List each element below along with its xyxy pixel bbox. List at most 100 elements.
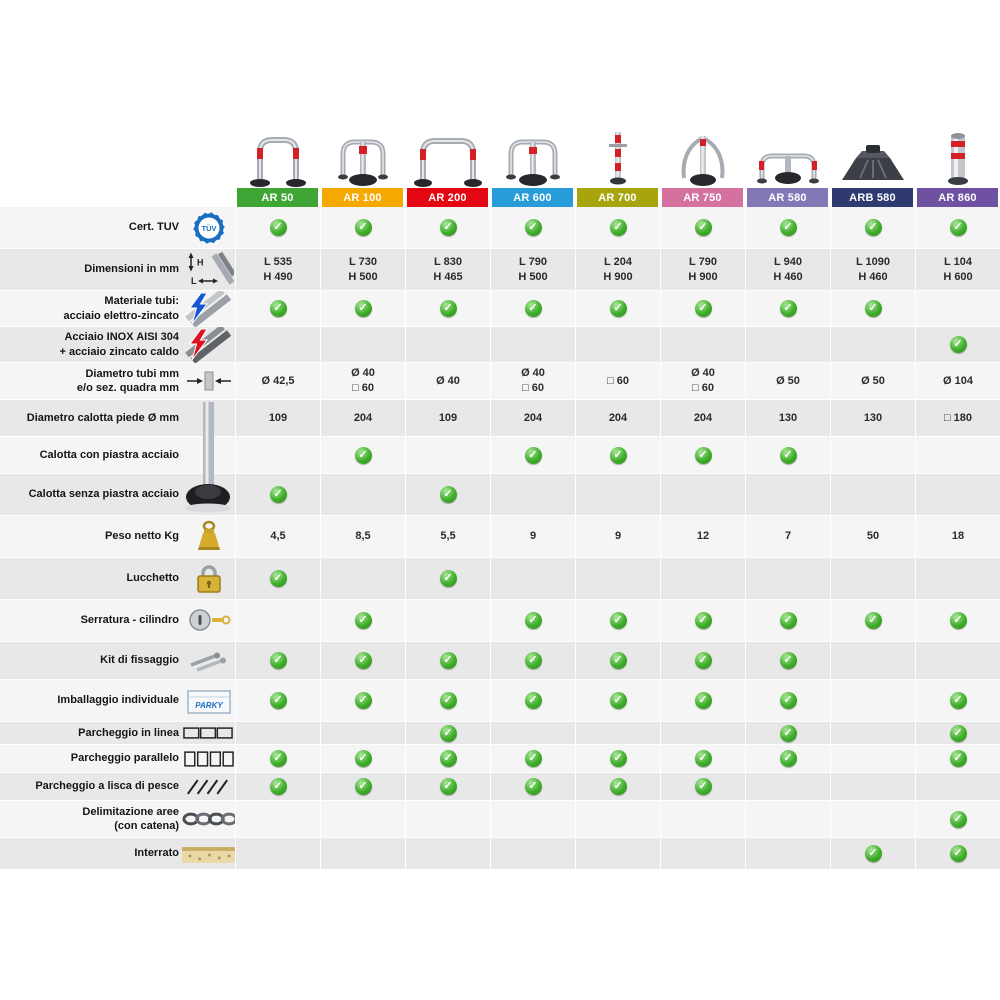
cell-serratura-ar-600 [490, 600, 575, 641]
cell-interrato-ar-750 [660, 838, 745, 869]
check-icon [779, 612, 797, 629]
check-icon [949, 810, 967, 828]
row-imballaggio: Imballaggio individuale PARKY [0, 680, 1000, 722]
check-icon [439, 486, 457, 503]
cell-materiale-tubi-ar-50 [235, 291, 320, 326]
cell-calotta-con-piastra-ar-100 [320, 437, 405, 473]
row-interrato: Interrato [0, 838, 1000, 870]
product-photo-ar-100 [320, 126, 405, 188]
cell-calotta-con-piastra-ar-600 [490, 437, 575, 473]
band-slot: ARB 580 [830, 188, 915, 207]
cell-parcheggio-lisca-ar-700 [575, 773, 660, 800]
row-label-delimitazione-aree: Delimitazione aree (con catena) [82, 805, 179, 832]
check-icon [524, 652, 542, 669]
check-icon [439, 724, 457, 742]
check-icon [269, 778, 287, 795]
cell-cert-tuv-ar-700 [575, 207, 660, 248]
diameter-icon [182, 363, 235, 399]
cell-parcheggio-linea-ar-100 [320, 722, 405, 744]
cell-imballaggio-ar-700 [575, 680, 660, 721]
cell-peso-netto-ar-700: 9 [575, 516, 660, 557]
cell-kit-fissaggio-ar-100 [320, 642, 405, 679]
cell-peso-netto-ar-750: 12 [660, 516, 745, 557]
product-header-ar-50: AR 50 [237, 188, 318, 207]
row-label-lucchetto: Lucchetto [126, 572, 179, 585]
cell-materiale-tubi-ar-750 [660, 291, 745, 326]
tuv-icon: TÜV [182, 207, 235, 248]
check-icon [609, 778, 627, 795]
check-icon [439, 300, 457, 317]
row-label-calotta-senza-piastra: Calotta senza piastra acciaio [28, 488, 179, 501]
cell-parcheggio-linea-ar-700 [575, 722, 660, 744]
cell-calotta-senza-piastra-ar-580 [745, 474, 830, 515]
cell-lucchetto-ar-100 [320, 558, 405, 599]
check-icon [694, 652, 712, 669]
cell-kit-fissaggio-ar-600 [490, 642, 575, 679]
cell-interrato-ar-600 [490, 838, 575, 869]
cell-peso-netto-ar-600: 9 [490, 516, 575, 557]
cell-diametro-calotta-ar-860: □ 180 [915, 400, 1000, 436]
cell-parcheggio-parallelo-ar-200 [405, 745, 490, 772]
cell-parcheggio-lisca-ar-860 [915, 773, 1000, 800]
row-label-cert-tuv: Cert. TUV [128, 221, 179, 234]
row-label-parcheggio-parallelo: Parcheggio parallelo [70, 752, 179, 765]
cell-serratura-ar-200 [405, 600, 490, 641]
row-label-calotta-con-piastra: Calotta con piastra acciaio [39, 448, 179, 461]
cell-serratura-arb-580 [830, 600, 915, 641]
check-icon [609, 300, 627, 317]
row-parcheggio-linea: Parcheggio in linea [0, 722, 1000, 745]
check-icon [864, 845, 882, 862]
band-slot: AR 100 [320, 188, 405, 207]
check-icon [354, 446, 372, 464]
cell-imballaggio-ar-750 [660, 680, 745, 721]
check-icon [609, 750, 627, 767]
cell-diametro-calotta-ar-580: 130 [745, 400, 830, 436]
svg-text:TÜV: TÜV [201, 224, 216, 233]
cell-calotta-con-piastra-ar-860 [915, 437, 1000, 473]
row-calotta-senza-piastra: Calotta senza piastra acciaio [0, 474, 1000, 516]
cell-kit-fissaggio-ar-580 [745, 642, 830, 679]
row-label-parcheggio-lisca: Parcheggio a lisca di pesce [35, 780, 179, 793]
row-label-dimensioni: Dimensioni in mm [84, 263, 179, 276]
svg-text:L: L [191, 276, 197, 286]
cell-kit-fissaggio-ar-700 [575, 642, 660, 679]
check-icon [694, 612, 712, 629]
row-label-kit-fissaggio: Kit di fissaggio [100, 654, 179, 667]
tube-red-bolt-icon [182, 326, 235, 363]
row-label-materiale-tubi: Materiale tubi: acciaio elettro-zincato [63, 295, 179, 322]
check-icon [354, 750, 372, 767]
cell-parcheggio-lisca-ar-580 [745, 773, 830, 800]
check-icon [949, 219, 967, 236]
cell-cert-tuv-ar-100 [320, 207, 405, 248]
check-icon [269, 652, 287, 669]
check-icon [354, 692, 372, 709]
product-header-ar-700: AR 700 [577, 188, 658, 207]
cell-parcheggio-lisca-ar-200 [405, 773, 490, 800]
check-icon [609, 446, 627, 464]
cell-dimensioni-ar-600: L 790 H 500 [490, 249, 575, 290]
cell-diametro-calotta-ar-700: 204 [575, 400, 660, 436]
band-slot: AR 600 [490, 188, 575, 207]
check-icon [609, 652, 627, 669]
row-materiale-tubi: Materiale tubi: acciaio elettro-zincato [0, 290, 1000, 327]
row-delimitazione-aree: Delimitazione aree (con catena) [0, 801, 1000, 838]
cell-lucchetto-ar-700 [575, 558, 660, 599]
cell-serratura-ar-750 [660, 600, 745, 641]
cell-delimitazione-aree-ar-50 [235, 801, 320, 837]
check-icon [354, 652, 372, 669]
cell-lucchetto-ar-580 [745, 558, 830, 599]
product-photo-ar-600 [490, 126, 575, 188]
row-kit-fissaggio: Kit di fissaggio [0, 642, 1000, 680]
product-photo-arb-580 [830, 126, 915, 188]
cell-lucchetto-ar-50 [235, 558, 320, 599]
band-slot: AR 50 [235, 188, 320, 207]
cell-interrato-ar-700 [575, 838, 660, 869]
cell-interrato-ar-580 [745, 838, 830, 869]
cell-materiale-tubi-ar-200 [405, 291, 490, 326]
cell-lucchetto-ar-200 [405, 558, 490, 599]
cell-interrato-arb-580 [830, 838, 915, 869]
cell-cert-tuv-ar-860 [915, 207, 1000, 248]
cell-acciaio-inox-ar-600 [490, 327, 575, 362]
cell-kit-fissaggio-ar-860 [915, 642, 1000, 679]
